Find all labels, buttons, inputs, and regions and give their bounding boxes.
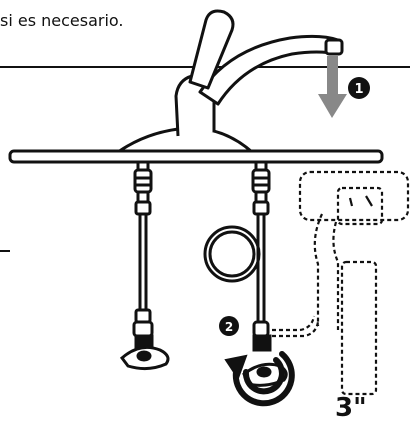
filter-unit-details — [348, 195, 373, 207]
right-shutoff-valve — [242, 334, 288, 387]
faucet — [116, 9, 344, 154]
step-2-badge: 2 — [219, 316, 239, 336]
filter-unit-dashed-outline — [272, 170, 410, 396]
down-arrow-icon — [318, 56, 347, 118]
rotate-counterclockwise-icon — [224, 351, 295, 407]
clearance-dimension-label: 3" — [335, 393, 367, 423]
coiled-hose — [203, 225, 261, 283]
left-supply-line — [132, 160, 154, 338]
step-2-number: 2 — [225, 320, 233, 334]
instruction-caption: si es necesario. — [0, 11, 124, 30]
countertop — [8, 149, 384, 164]
left-shutoff-valve — [119, 334, 170, 371]
step-1-number: 1 — [354, 82, 363, 97]
step-1-badge: 1 — [348, 77, 370, 99]
right-supply-line — [251, 160, 271, 338]
